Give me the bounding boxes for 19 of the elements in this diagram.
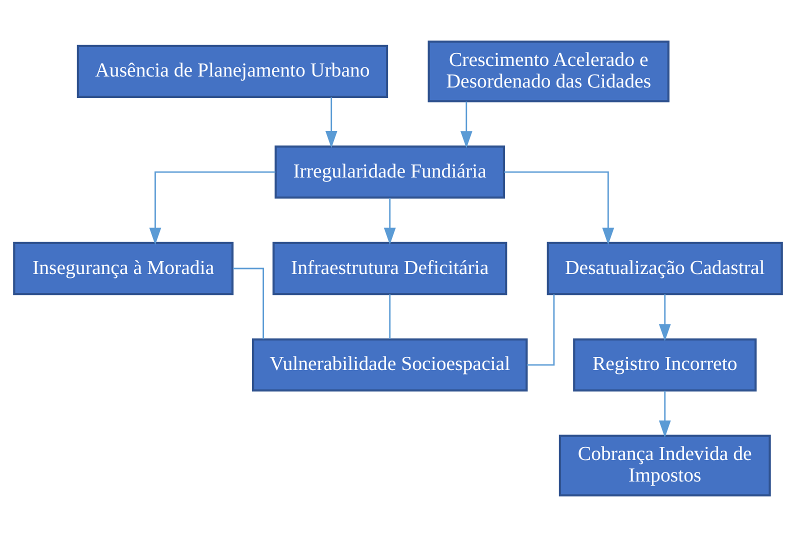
arrow <box>460 101 472 148</box>
node-box: Crescimento Acelerado e Desordenado das Cidades <box>428 40 670 102</box>
node-box: Insegurança à Moradia <box>13 241 234 295</box>
arrow <box>658 390 671 438</box>
node-box: Desatualização Cadastral <box>546 241 783 295</box>
arrow <box>384 197 396 244</box>
connector <box>526 294 555 366</box>
arrow <box>149 170 276 244</box>
node-box: Irregularidade Fundiária <box>274 145 506 198</box>
node-box: Ausência de Planejamento Urbano <box>76 44 388 98</box>
connector <box>232 267 264 339</box>
arrow <box>325 96 338 148</box>
node-box: Cobrança Indevida de Impostos <box>558 434 771 496</box>
node-box: Infraestrutura Deficitária <box>272 241 508 295</box>
node-box: Vulnerabilidade Socioespacial <box>252 338 528 391</box>
arrow <box>504 170 614 244</box>
connector <box>389 294 391 338</box>
arrow <box>658 294 671 341</box>
node-box: Registro Incorreto <box>573 338 757 391</box>
